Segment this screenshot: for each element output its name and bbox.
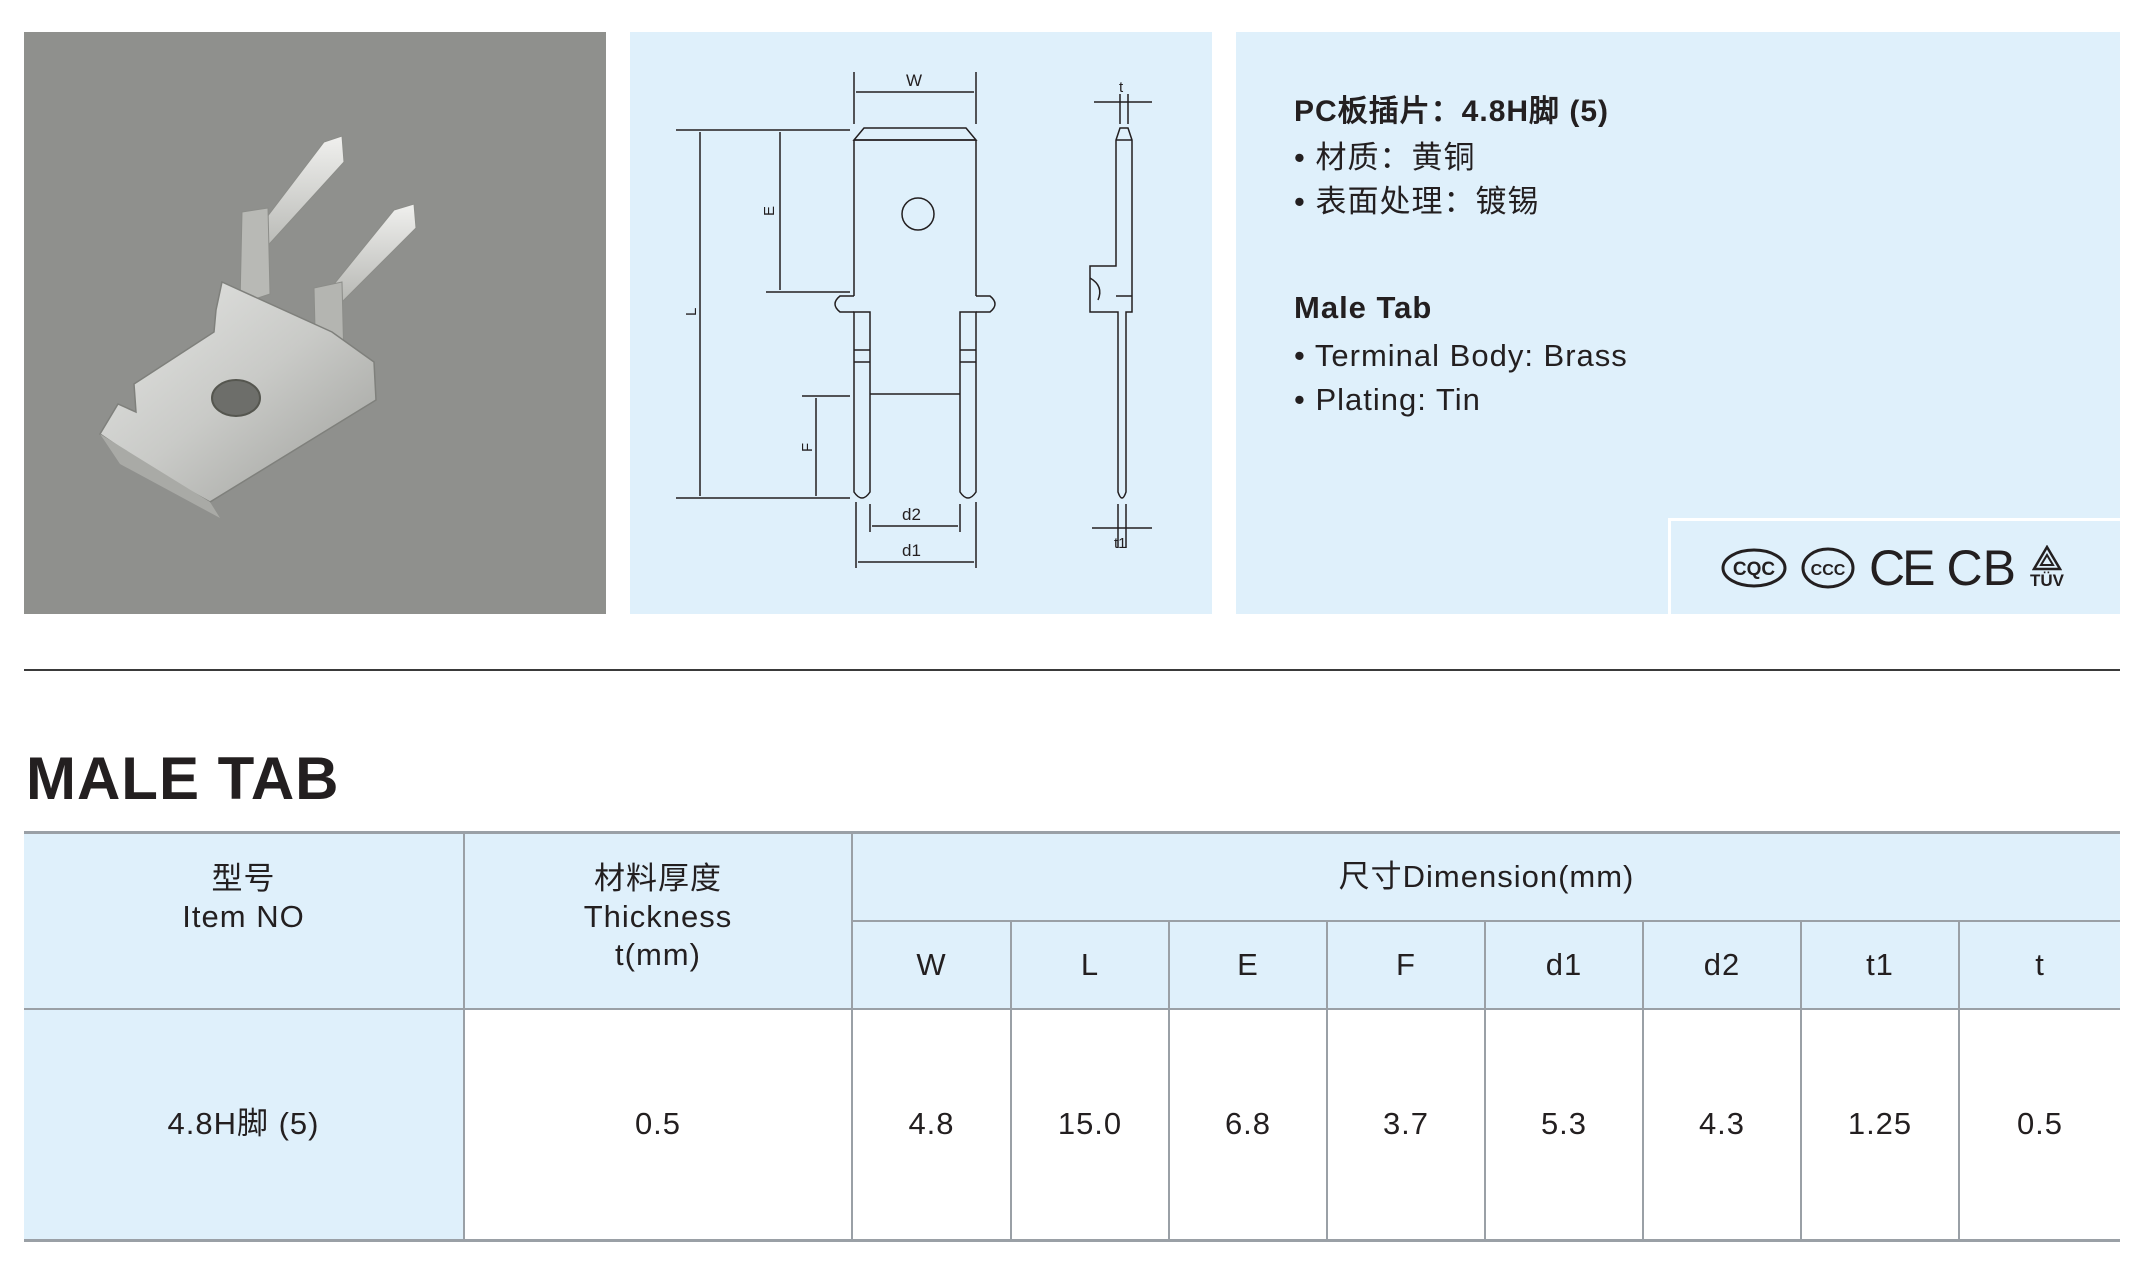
certification-marks: CQC CCC CE CB TÜV: [1668, 518, 2120, 614]
header-thickness-cn: 材料厚度: [594, 861, 722, 896]
header-col-w: W: [851, 919, 1011, 1009]
header-item-no: 型号 Item NO: [24, 831, 464, 1009]
dim-label-d1: d1: [902, 541, 921, 560]
ce-mark: CE: [1869, 540, 1935, 596]
dim-label-l: L: [683, 308, 700, 316]
table-row: 4.8H脚 (5) 0.5 4.8 15.0 6.8 3.7 5.3 4.3 1…: [24, 1007, 2120, 1242]
header-dimension: 尺寸Dimension(mm): [851, 831, 2120, 921]
cell-item-no: 4.8H脚 (5): [24, 1007, 464, 1242]
cqc-logo: CQC: [1721, 548, 1787, 588]
cell-d2: 4.3: [1642, 1007, 1801, 1242]
tuv-mark: TÜV: [2030, 545, 2064, 591]
header-col-t: t: [1958, 919, 2120, 1009]
ccc-logo: CCC: [1801, 547, 1855, 589]
cell-f: 3.7: [1326, 1007, 1485, 1242]
header-col-d1: d1: [1484, 919, 1643, 1009]
dim-label-f: F: [799, 443, 816, 452]
cell-e: 6.8: [1168, 1007, 1327, 1242]
dim-label-e: E: [761, 206, 778, 216]
dim-label-t: t: [1119, 79, 1124, 96]
spec-plating-cn: • 表面处理：镀锡: [1294, 184, 1540, 219]
spec-panel: PC板插片：4.8H脚 (5) • 材质：黄铜 • 表面处理：镀锡 Male T…: [1236, 32, 2120, 614]
header-thickness-en: Thickness: [583, 899, 733, 934]
dim-label-d2: d2: [902, 505, 921, 524]
dimension-drawing-svg: W t E L F d2 d1 t1: [676, 71, 1152, 568]
svg-text:CQC: CQC: [1733, 559, 1776, 580]
header-col-f: F: [1326, 919, 1485, 1009]
cell-thickness: 0.5: [463, 1007, 852, 1242]
header-item-no-cn: 型号: [211, 861, 276, 896]
product-photo: [24, 32, 606, 614]
cell-t: 0.5: [1958, 1007, 2120, 1242]
spec-plating-en: • Plating: Tin: [1294, 382, 1481, 417]
header-col-l: L: [1010, 919, 1169, 1009]
header-col-t1: t1: [1800, 919, 1959, 1009]
svg-text:CCC: CCC: [1811, 562, 1846, 579]
spec-material-cn: • 材质：黄铜: [1294, 140, 1476, 175]
cell-l: 15.0: [1010, 1007, 1169, 1242]
cb-mark: CB: [1946, 540, 2016, 596]
dim-label-w: W: [906, 71, 922, 90]
header-col-e: E: [1168, 919, 1327, 1009]
section-title: MALE TAB: [26, 745, 340, 812]
section-divider: [24, 669, 2120, 671]
dimension-drawing: W t E L F d2 d1 t1: [630, 32, 1212, 614]
spec-title: PC板插片：4.8H脚 (5): [1294, 95, 1610, 128]
header-col-d2: d2: [1642, 919, 1801, 1009]
spec-en-title: Male Tab: [1294, 290, 1433, 325]
cell-t1: 1.25: [1800, 1007, 1959, 1242]
male-tab-photo-illustration: [98, 135, 417, 518]
spec-material-en: • Terminal Body: Brass: [1294, 338, 1628, 373]
dim-label-t1: t1: [1114, 535, 1127, 552]
tuv-triangle-icon: [2031, 545, 2062, 571]
header-thickness-unit: t(mm): [615, 937, 701, 972]
cell-d1: 5.3: [1484, 1007, 1643, 1242]
header-item-no-en: Item NO: [182, 899, 305, 934]
header-thickness: 材料厚度 Thickness t(mm): [463, 831, 852, 1009]
dimension-table: 型号 Item NO 材料厚度 Thickness t(mm) 尺寸Dimens…: [24, 831, 2120, 1242]
cell-w: 4.8: [851, 1007, 1011, 1242]
